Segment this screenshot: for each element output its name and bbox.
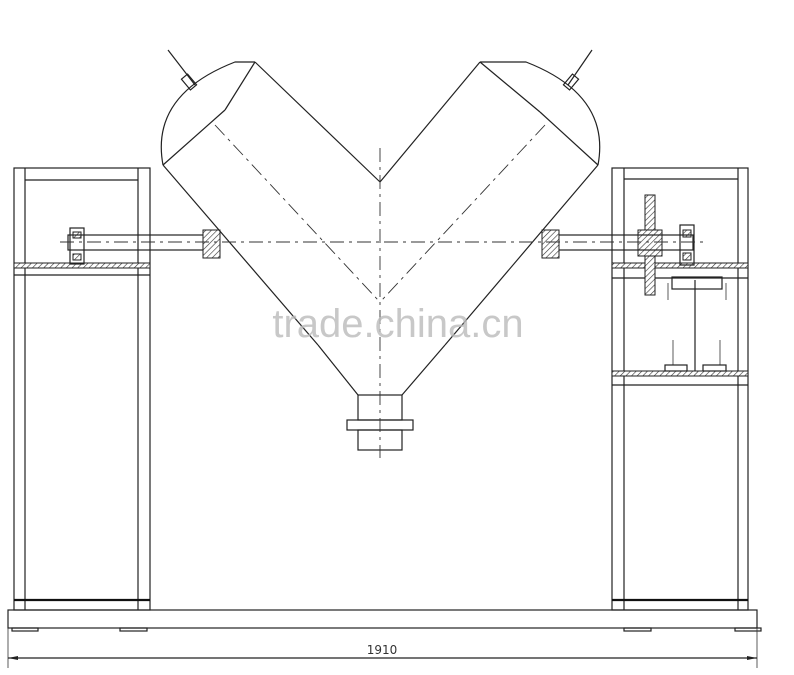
drive-shafts	[67, 229, 694, 259]
left-support-frame	[13, 167, 151, 611]
centre-lines	[60, 148, 705, 458]
left-bearing	[69, 227, 85, 265]
overall-dimension: 1910	[7, 628, 758, 668]
v-mixer-vessel	[160, 49, 601, 451]
base-frame	[7, 609, 762, 632]
watermark-text: trade.china.cn	[272, 302, 523, 346]
dimension-label: 1910	[367, 643, 398, 657]
right-support-frame	[611, 167, 749, 611]
